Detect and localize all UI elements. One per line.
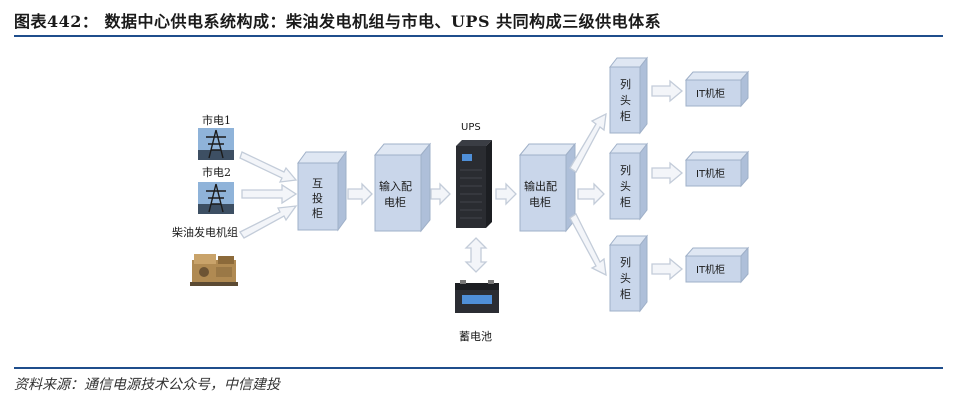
arrow-output-to-column1	[569, 112, 607, 173]
output-cabinet-label-2: 电柜	[529, 196, 551, 209]
ups-unit-icon	[456, 140, 492, 228]
arrow-column3-to-it3	[651, 257, 684, 281]
diesel-generator-icon	[190, 254, 238, 286]
column-head-label-1: 列	[620, 77, 631, 91]
arrow-ups-to-output	[495, 182, 517, 206]
arrow-grid1-to-ats	[239, 151, 298, 183]
input-cabinet-label-2: 电柜	[384, 196, 406, 209]
figure-title: 图表442： 数据中心供电系统构成：柴油发电机组与市电、UPS 共同构成三级供电…	[14, 12, 662, 31]
pylon-icon	[198, 182, 234, 214]
column-head-label-1: 列	[620, 255, 631, 269]
diesel-label: 柴油发电机组	[172, 225, 238, 239]
arrow-grid2-to-ats	[241, 183, 298, 205]
arrow-output-to-column2	[577, 182, 605, 206]
input-cabinet-label-1: 输入配	[379, 179, 412, 193]
column-head-label-2: 头	[620, 272, 631, 285]
column-head-label-3: 柜	[620, 196, 631, 209]
column-head-label-3: 柜	[620, 288, 631, 301]
it-cabinet-label: IT机柜	[696, 167, 725, 180]
ats-label-1: 互	[312, 177, 323, 190]
it-cabinet-2: IT机柜	[684, 150, 750, 188]
column-head-label-1: 列	[620, 163, 631, 177]
source-divider	[14, 367, 943, 369]
source-note: 资料来源：通信电源技术公众号，中信建投	[14, 377, 280, 393]
grid2-label: 市电2	[202, 165, 231, 179]
arrow-ats-to-input	[347, 182, 373, 206]
it-cabinet-3: IT机柜	[684, 246, 750, 284]
column-head-cabinet-1: 列 头 柜	[608, 56, 649, 135]
ups-label: UPS	[461, 122, 481, 133]
it-cabinet-1: IT机柜	[684, 70, 750, 108]
arrow-output-to-column3	[569, 213, 607, 277]
title-divider	[14, 35, 943, 37]
column-head-cabinet-3: 列 头 柜	[608, 234, 649, 313]
ats-label-3: 柜	[312, 207, 323, 220]
column-head-cabinet-2: 列 头 柜	[608, 142, 649, 221]
pylon-icon	[198, 128, 234, 160]
it-cabinet-label: IT机柜	[696, 87, 725, 100]
it-cabinet-label: IT机柜	[696, 263, 725, 276]
arrow-input-to-ups	[430, 182, 451, 206]
ats-label-2: 投	[312, 191, 323, 205]
arrow-diesel-to-ats	[239, 205, 298, 239]
output-distribution-cabinet: 输出配 电柜	[518, 142, 577, 233]
input-distribution-cabinet: 输入配 电柜	[373, 142, 432, 233]
ats-cabinet: 互 投 柜	[297, 150, 347, 232]
column-head-label-3: 柜	[620, 110, 631, 123]
column-head-label-2: 头	[620, 94, 631, 107]
battery-icon	[455, 280, 499, 313]
arrow-column2-to-it2	[651, 161, 684, 185]
grid1-label: 市电1	[202, 113, 231, 127]
battery-label: 蓄电池	[459, 330, 492, 343]
arrow-column1-to-it1	[651, 79, 684, 103]
column-head-label-2: 头	[620, 180, 631, 193]
arrow-ups-battery	[464, 237, 488, 273]
output-cabinet-label-1: 输出配	[524, 179, 557, 193]
